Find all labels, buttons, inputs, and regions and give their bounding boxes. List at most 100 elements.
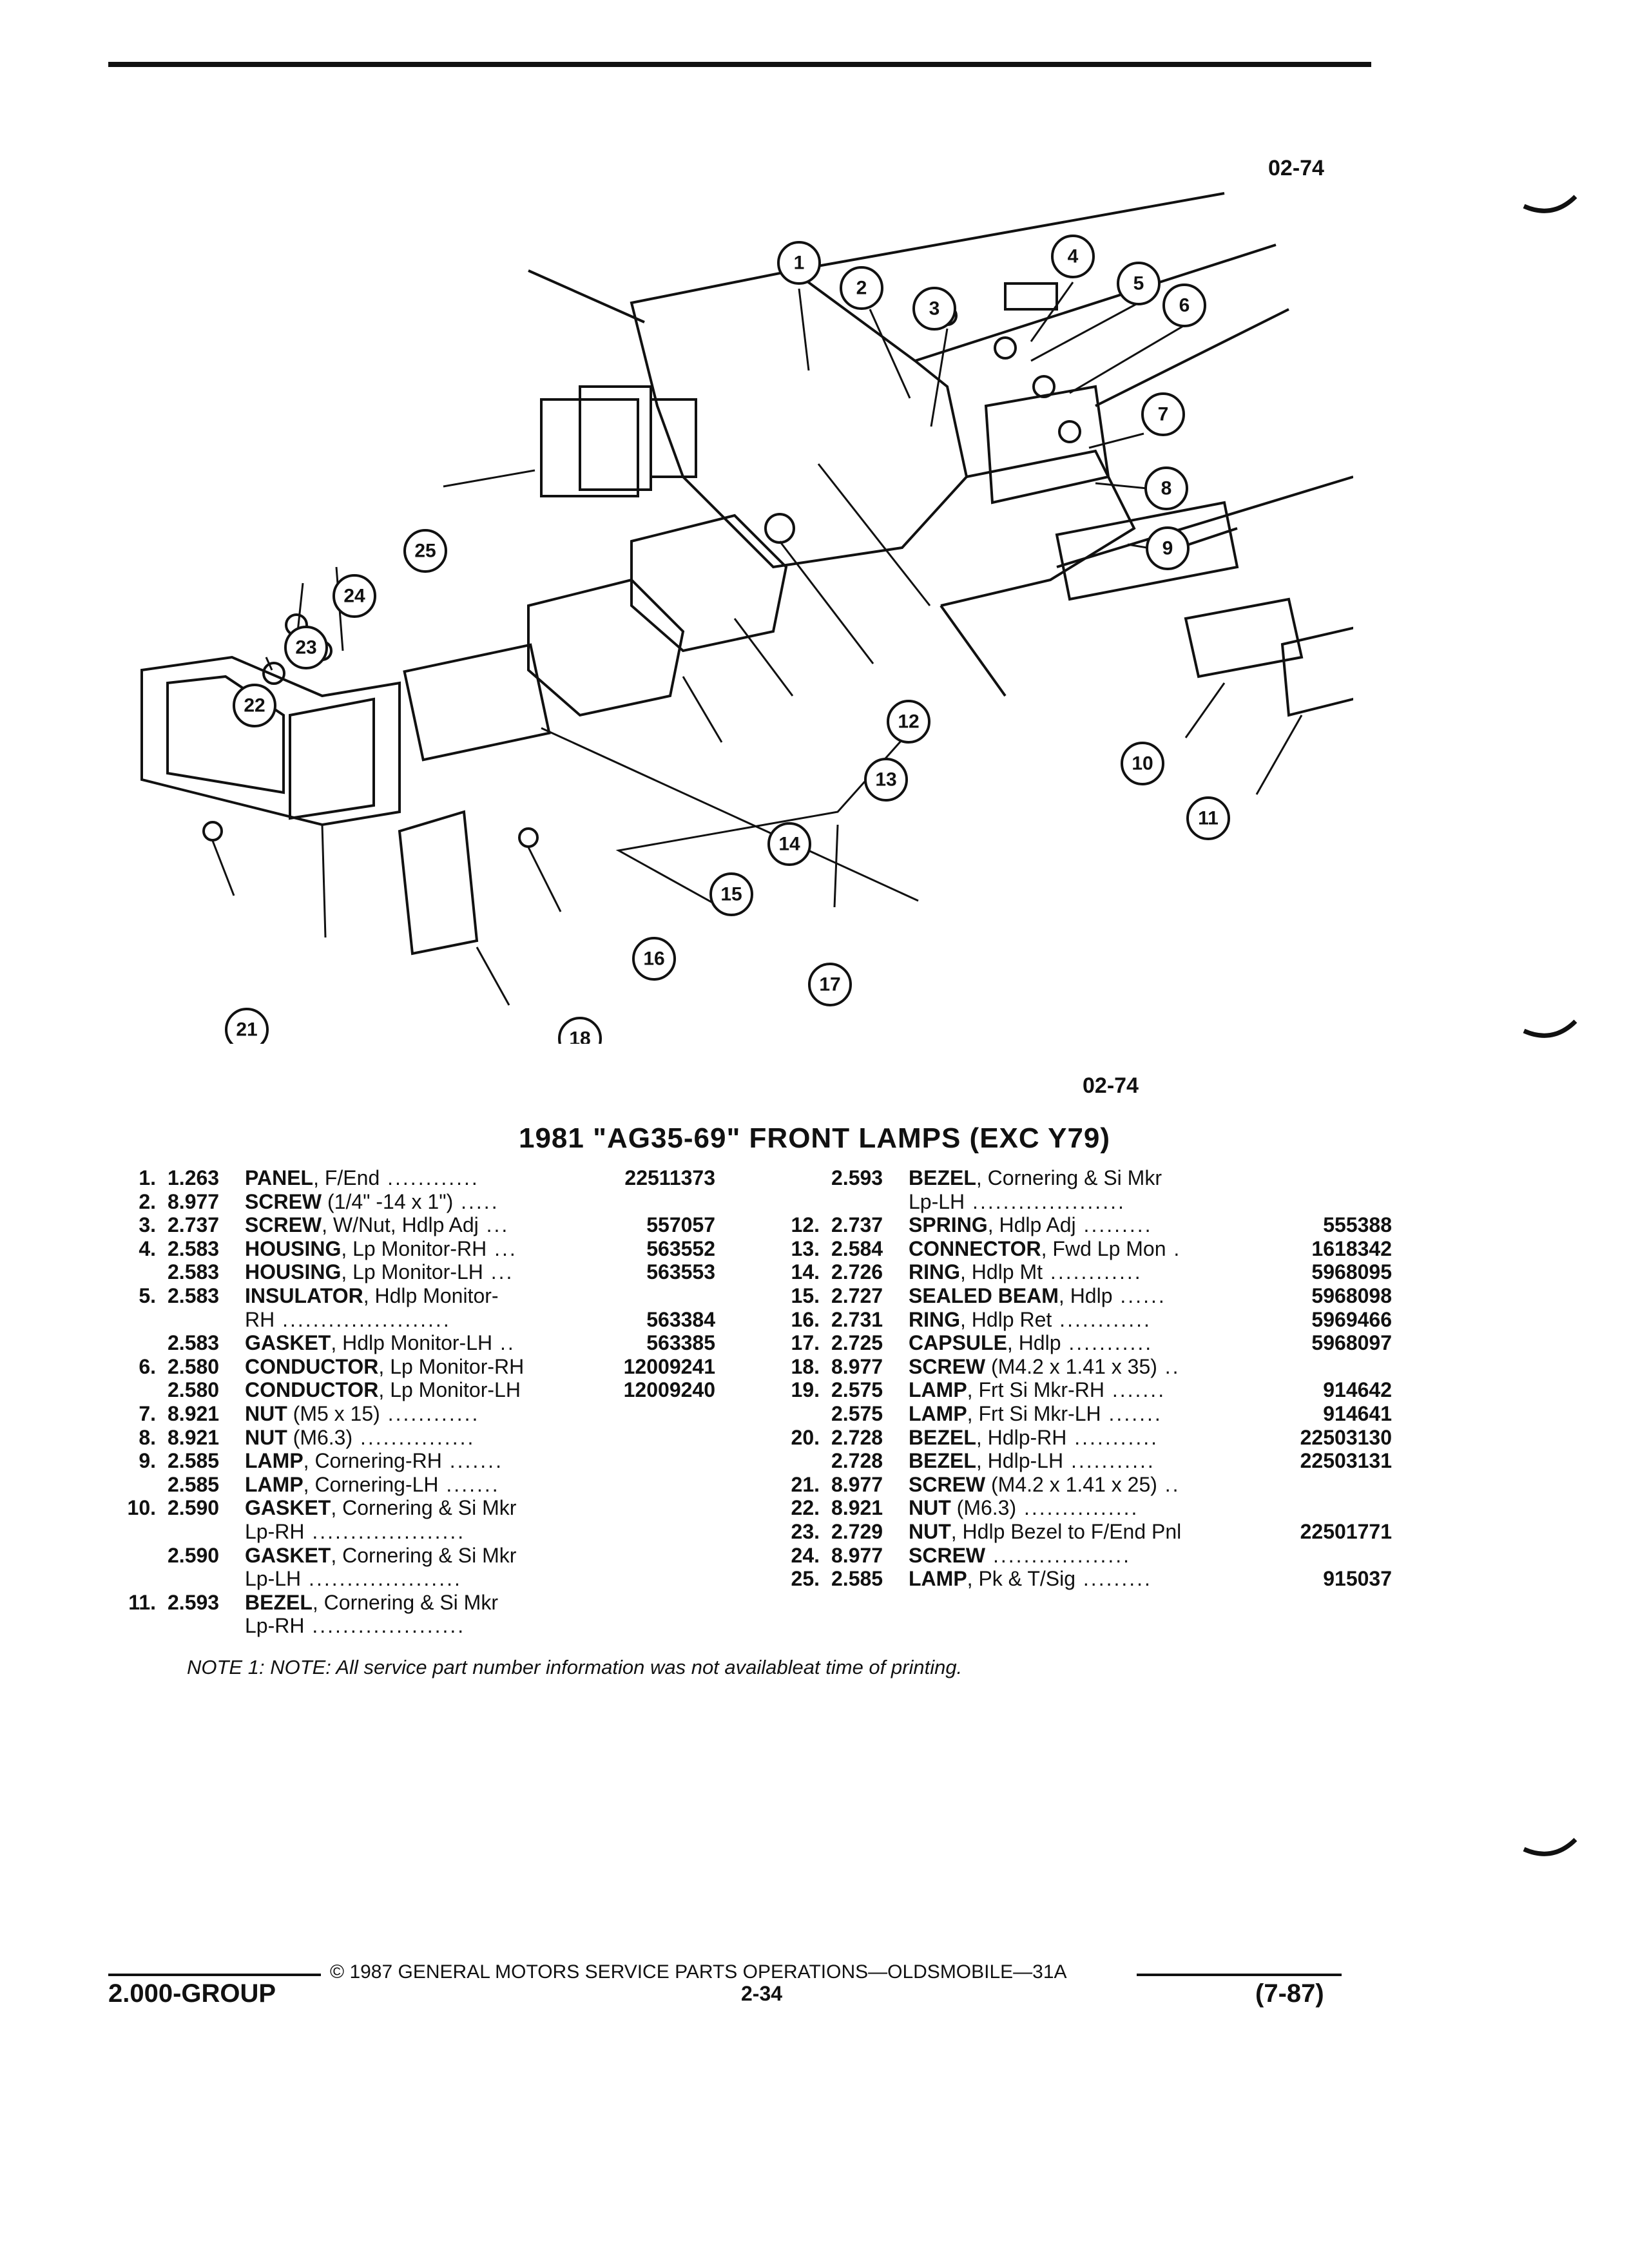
headlamp-bezel bbox=[140, 655, 401, 827]
part-number: 22503131 bbox=[1300, 1449, 1392, 1473]
part-name: SEALED BEAM bbox=[909, 1283, 1059, 1307]
item-number: 9. bbox=[139, 1449, 156, 1473]
callout-7: 7 bbox=[1141, 392, 1185, 436]
callout-24: 24 bbox=[333, 574, 376, 618]
leader-dots: .................... bbox=[304, 1519, 466, 1543]
part-detail: , Lp Monitor-RH bbox=[378, 1354, 525, 1378]
callout-2-label: 2 bbox=[856, 278, 867, 299]
leader-dots: ............ bbox=[380, 1166, 479, 1189]
callout-11: 11 bbox=[1186, 796, 1230, 840]
leader-dots: ..... bbox=[453, 1189, 499, 1213]
item-number: 6. bbox=[139, 1354, 156, 1378]
leader-dots: ... bbox=[487, 1236, 517, 1260]
item-number bbox=[97, 1544, 168, 1568]
parts-row: Lp-LH .................... bbox=[97, 1567, 715, 1591]
item-number bbox=[97, 1567, 168, 1591]
part-description: SEALED BEAM, Hdlp ...... bbox=[909, 1284, 1282, 1308]
part-detail: , Hdlp-RH bbox=[976, 1425, 1067, 1449]
part-description: BEZEL, Hdlp-LH ........... bbox=[909, 1449, 1282, 1473]
group-number: 8.921 bbox=[168, 1401, 220, 1425]
leader-dots: ............ bbox=[1052, 1307, 1152, 1331]
part-number: 915037 bbox=[1323, 1567, 1392, 1591]
callout-22: 22 bbox=[233, 684, 276, 727]
part-number bbox=[606, 1591, 715, 1615]
group-number bbox=[168, 1567, 245, 1591]
group-number: 2.725 bbox=[831, 1331, 883, 1355]
callout-4-label: 4 bbox=[1068, 246, 1079, 267]
leader-dots: ....... bbox=[1104, 1378, 1166, 1402]
part-detail: (1/4" -14 x 1") bbox=[322, 1189, 454, 1213]
group-number: 2.585 bbox=[168, 1472, 220, 1496]
item-number: 21. bbox=[791, 1472, 820, 1496]
part-detail: , Lp Monitor-RH bbox=[341, 1236, 487, 1260]
leader-dots: .................. bbox=[985, 1543, 1132, 1567]
callout-5: 5 bbox=[1117, 262, 1161, 305]
group-number: 2.728 bbox=[831, 1449, 883, 1473]
part-description: SPRING, Hdlp Adj ......... bbox=[909, 1213, 1282, 1237]
group-number: 2.583 bbox=[168, 1236, 220, 1260]
small-hardware bbox=[202, 282, 1081, 848]
part-name: CONDUCTOR bbox=[245, 1378, 379, 1402]
part-detail: , Frt Si Mkr-LH bbox=[967, 1401, 1101, 1425]
callout-12-label: 12 bbox=[898, 711, 919, 733]
part-detail: , Hdlp-LH bbox=[976, 1449, 1064, 1473]
part-description: CONNECTOR, Fwd Lp Mon . bbox=[909, 1237, 1282, 1261]
part-description: NUT, Hdlp Bezel to F/End Pnl bbox=[909, 1520, 1282, 1544]
group-number: 2.583 bbox=[168, 1260, 220, 1284]
group-number: 2.583 bbox=[168, 1283, 220, 1307]
item-number bbox=[97, 1260, 168, 1284]
part-name: BEZEL bbox=[909, 1449, 976, 1473]
leader-dots: ........... bbox=[1066, 1425, 1159, 1449]
part-name: CONNECTOR bbox=[909, 1236, 1041, 1260]
part-detail: , Cornering & Si Mkr bbox=[331, 1543, 517, 1567]
item-number: 11. bbox=[128, 1590, 156, 1614]
group-number: 2.728 bbox=[831, 1425, 883, 1449]
leader-dots: ............ bbox=[1043, 1260, 1142, 1284]
part-number bbox=[606, 1496, 715, 1520]
part-detail: , Fwd Lp Mon bbox=[1041, 1236, 1166, 1260]
part-number bbox=[606, 1190, 715, 1214]
part-description: LAMP, Cornering-LH ....... bbox=[245, 1473, 606, 1497]
callout-13: 13 bbox=[864, 758, 908, 802]
item-number: 1. bbox=[139, 1166, 156, 1189]
leader-dots: ............ bbox=[380, 1401, 480, 1425]
part-number: 914641 bbox=[1323, 1401, 1392, 1425]
part-detail: , Hdlp Ret bbox=[960, 1307, 1052, 1331]
leader-dots: ...................... bbox=[275, 1307, 451, 1331]
item-number bbox=[97, 1331, 168, 1355]
part-name: RING bbox=[909, 1307, 960, 1331]
part-description: RING, Hdlp Ret ............ bbox=[909, 1308, 1282, 1332]
item-number bbox=[760, 1190, 831, 1214]
leader-dots: ....... bbox=[438, 1472, 500, 1496]
part-description: SCREW .................. bbox=[909, 1544, 1282, 1568]
callout-16: 16 bbox=[632, 937, 676, 981]
part-detail: , Cornering-RH bbox=[303, 1449, 442, 1473]
part-description: SCREW (M4.2 x 1.41 x 25) .. bbox=[909, 1473, 1282, 1497]
group-number bbox=[831, 1190, 909, 1214]
callout-8: 8 bbox=[1144, 466, 1188, 510]
group-number: 2.580 bbox=[168, 1378, 220, 1402]
side-marker-lamp bbox=[398, 810, 479, 956]
part-detail: , Hdlp Monitor-LH bbox=[331, 1331, 493, 1355]
callout-17: 17 bbox=[808, 963, 852, 1006]
callout-8-label: 8 bbox=[1161, 478, 1172, 499]
part-name: SCREW bbox=[909, 1354, 986, 1378]
item-number: 4. bbox=[139, 1236, 156, 1260]
leader-dots: .. bbox=[492, 1331, 516, 1355]
leader-dots: .................... bbox=[301, 1567, 462, 1591]
callout-25-label: 25 bbox=[414, 541, 436, 562]
part-number: 557057 bbox=[646, 1213, 715, 1237]
leader-dots: ... bbox=[478, 1213, 510, 1237]
item-number: 14. bbox=[791, 1260, 820, 1284]
